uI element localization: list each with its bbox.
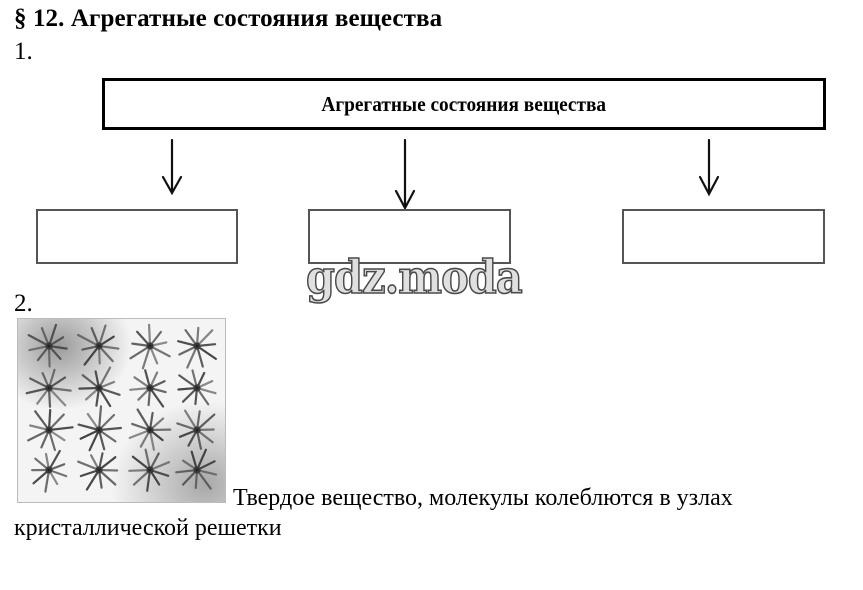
caption-line-1: Твердое вещество, молекулы колеблются в … xyxy=(233,485,733,511)
molecule-star xyxy=(128,408,172,451)
arrow-down-icon-right xyxy=(698,138,720,197)
molecule-star xyxy=(177,369,217,406)
molecule-star xyxy=(27,323,68,368)
arrow-down-icon-middle xyxy=(394,138,416,211)
molecule-star xyxy=(176,409,216,450)
diagram-arrows xyxy=(161,138,720,211)
molecule-star xyxy=(31,449,68,493)
diagram-root-box: Агрегатные состояния вещества xyxy=(102,78,826,130)
molecule-star xyxy=(175,448,218,490)
task-2-number: 2. xyxy=(14,290,33,317)
answer-box-2[interactable] xyxy=(308,209,511,264)
molecule-star xyxy=(78,366,121,408)
molecule-star xyxy=(77,405,123,452)
molecule-star xyxy=(77,452,119,491)
molecule-star xyxy=(25,368,72,408)
molecule-star xyxy=(177,326,217,369)
crystal-lattice-image xyxy=(17,318,226,503)
molecule-star xyxy=(128,448,171,492)
section-heading: § 12. Агрегатные состояния вещества xyxy=(14,5,443,32)
molecule-star xyxy=(27,408,74,452)
answer-box-1[interactable] xyxy=(36,209,238,264)
answer-box-3[interactable] xyxy=(622,209,825,264)
task-1-number: 1. xyxy=(14,38,33,65)
molecule-star xyxy=(76,324,120,366)
arrow-down-icon-left xyxy=(161,138,183,196)
watermark: gdz.moda xyxy=(305,249,523,305)
molecule-star xyxy=(129,323,171,370)
caption-line-2: кристаллической решетки xyxy=(14,515,282,541)
diagram-root-label: Агрегатные состояния вещества xyxy=(321,91,607,116)
molecule-star xyxy=(129,369,167,408)
